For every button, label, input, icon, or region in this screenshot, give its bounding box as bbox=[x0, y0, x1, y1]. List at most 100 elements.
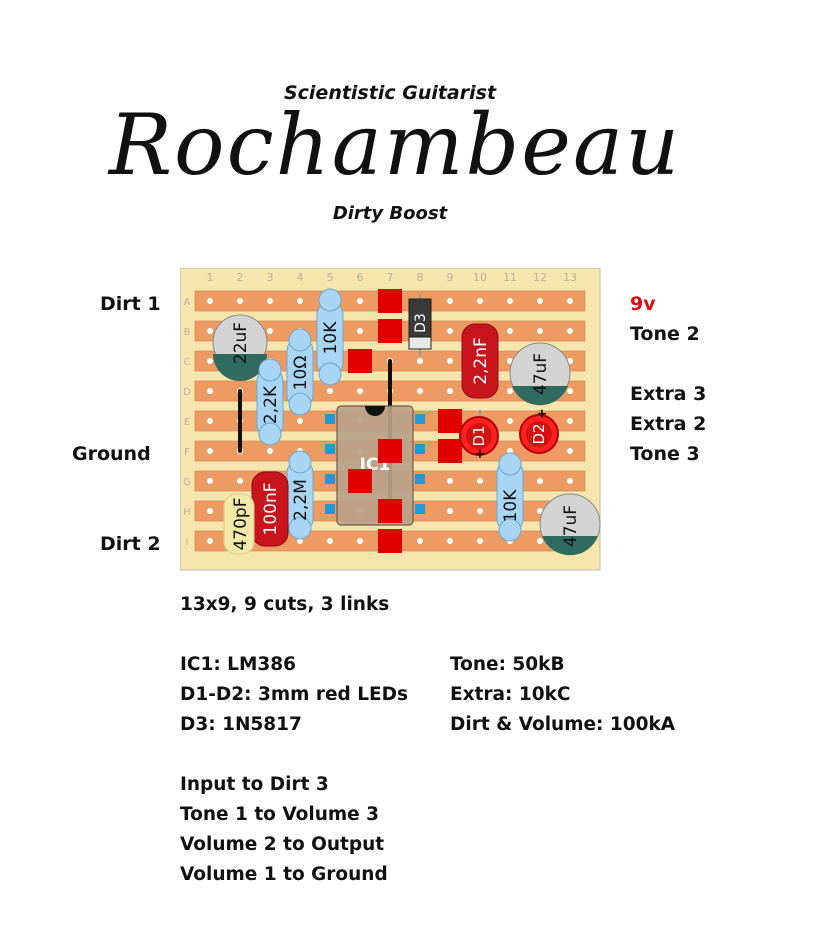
resistor-10ohm: 10Ω bbox=[286, 328, 314, 416]
label-extra3: Extra 3 bbox=[630, 383, 707, 405]
resistor-10k-b: 10K bbox=[496, 452, 524, 542]
cap-47uf-b-label: 47uF bbox=[561, 505, 581, 547]
hole-F13 bbox=[567, 448, 573, 454]
part-ic1: IC1: LM386 bbox=[180, 654, 296, 675]
resistor-2k2: 2,2K bbox=[256, 358, 284, 446]
hole-I6 bbox=[357, 538, 363, 544]
resistor-10k-b-label: 10K bbox=[501, 489, 521, 523]
row-label: H bbox=[183, 507, 191, 518]
hole-A6 bbox=[357, 298, 363, 304]
hole-D9 bbox=[447, 388, 453, 394]
hole-G9 bbox=[447, 478, 453, 484]
cap-22uf: 22uF bbox=[212, 314, 268, 381]
hole-A4 bbox=[297, 298, 303, 304]
svg-text:+: + bbox=[475, 447, 486, 462]
ic1-chip: IC1 bbox=[325, 405, 425, 526]
label-tone2: Tone 2 bbox=[630, 323, 700, 345]
hole-A9 bbox=[447, 298, 453, 304]
hole-E4 bbox=[297, 418, 303, 424]
hole-I4 bbox=[297, 538, 303, 544]
cap-100n: 100nF bbox=[251, 471, 289, 547]
column-label: 5 bbox=[327, 271, 334, 284]
pot-extra: Extra: 10kC bbox=[450, 684, 571, 705]
wiring-3: Volume 2 to Output bbox=[180, 834, 385, 855]
hole-I12 bbox=[537, 538, 543, 544]
row-label: A bbox=[184, 297, 191, 308]
cap-47uf-a: 47uF bbox=[509, 342, 571, 406]
label-dirt1: Dirt 1 bbox=[100, 293, 161, 315]
column-label: 1 bbox=[207, 271, 214, 284]
resistor-2k2-label: 2,2K bbox=[261, 385, 281, 424]
hole-A3 bbox=[267, 298, 273, 304]
column-label: 2 bbox=[237, 271, 244, 284]
cap-2n2: 2,2nF bbox=[461, 323, 499, 399]
hole-G13 bbox=[567, 478, 573, 484]
wiring-4: Volume 1 to Ground bbox=[180, 864, 388, 885]
hole-A11 bbox=[507, 298, 513, 304]
hole-A13 bbox=[567, 298, 573, 304]
column-label: 8 bbox=[417, 271, 424, 284]
cap-47uf-a-label: 47uF bbox=[531, 353, 551, 395]
subtitle-bottom: Dirty Boost bbox=[332, 203, 448, 224]
led-d2-label: D2 bbox=[530, 423, 548, 444]
cap-470p-label: 470pF bbox=[231, 497, 251, 550]
hole-A12 bbox=[537, 298, 543, 304]
label-9v: 9v bbox=[630, 293, 656, 315]
row-label: I bbox=[186, 537, 189, 548]
hole-B6 bbox=[357, 328, 363, 334]
label-dirt2: Dirt 2 bbox=[100, 533, 161, 555]
hole-I9 bbox=[447, 538, 453, 544]
hole-H12 bbox=[537, 508, 543, 514]
column-label: 3 bbox=[267, 271, 274, 284]
hole-G1 bbox=[207, 478, 213, 484]
board-size-note: 13x9, 9 cuts, 3 links bbox=[180, 594, 390, 615]
hole-F3 bbox=[267, 448, 273, 454]
label-ground: Ground bbox=[72, 443, 151, 465]
label-extra2: Extra 2 bbox=[630, 413, 707, 435]
led-d1-label: D1 bbox=[470, 425, 488, 446]
hole-D6 bbox=[357, 388, 363, 394]
row-label: B bbox=[184, 327, 191, 338]
pot-dirt-volume: Dirt & Volume: 100kA bbox=[450, 714, 676, 735]
hole-G2 bbox=[237, 478, 243, 484]
hole-H9 bbox=[447, 508, 453, 514]
column-label: 9 bbox=[447, 271, 454, 284]
page-title: Rochambeau bbox=[108, 96, 682, 194]
d3-diode: D3 bbox=[408, 294, 432, 356]
cut-F9 bbox=[438, 439, 462, 463]
hole-H10 bbox=[477, 508, 483, 514]
hole-D5 bbox=[327, 388, 333, 394]
cap-22uf-label: 22uF bbox=[231, 322, 251, 364]
hole-D8 bbox=[417, 388, 423, 394]
hole-I10 bbox=[477, 538, 483, 544]
column-label: 12 bbox=[533, 271, 547, 284]
svg-text:+: + bbox=[537, 407, 548, 422]
row-label: G bbox=[183, 477, 191, 488]
hole-D13 bbox=[567, 388, 573, 394]
hole-B1 bbox=[207, 328, 213, 334]
cut-H7 bbox=[378, 499, 402, 523]
cap-2n2-label: 2,2nF bbox=[471, 337, 491, 385]
hole-F11 bbox=[507, 448, 513, 454]
resistor-10k-a: 10K bbox=[316, 288, 344, 386]
cut-C6 bbox=[348, 349, 372, 373]
hole-I5 bbox=[327, 538, 333, 544]
hole-B9 bbox=[447, 328, 453, 334]
column-label: 6 bbox=[357, 271, 364, 284]
wiring-2: Tone 1 to Volume 3 bbox=[180, 804, 380, 825]
cut-G6 bbox=[348, 469, 372, 493]
resistor-2m2-label: 2,2M bbox=[291, 479, 311, 521]
column-label: 11 bbox=[503, 271, 517, 284]
resistor-2m2: 2,2M bbox=[286, 450, 314, 540]
hole-E1 bbox=[207, 418, 213, 424]
subtitle-top: Scientistic Guitarist bbox=[283, 82, 497, 104]
pot-tone: Tone: 50kB bbox=[450, 654, 565, 675]
cut-E9 bbox=[438, 409, 462, 433]
hole-B11 bbox=[507, 328, 513, 334]
part-leds: D1-D2: 3mm red LEDs bbox=[180, 684, 408, 705]
column-label: 13 bbox=[563, 271, 577, 284]
part-d3: D3: 1N5817 bbox=[180, 714, 302, 735]
hole-E13 bbox=[567, 418, 573, 424]
row-label: D bbox=[183, 387, 191, 398]
